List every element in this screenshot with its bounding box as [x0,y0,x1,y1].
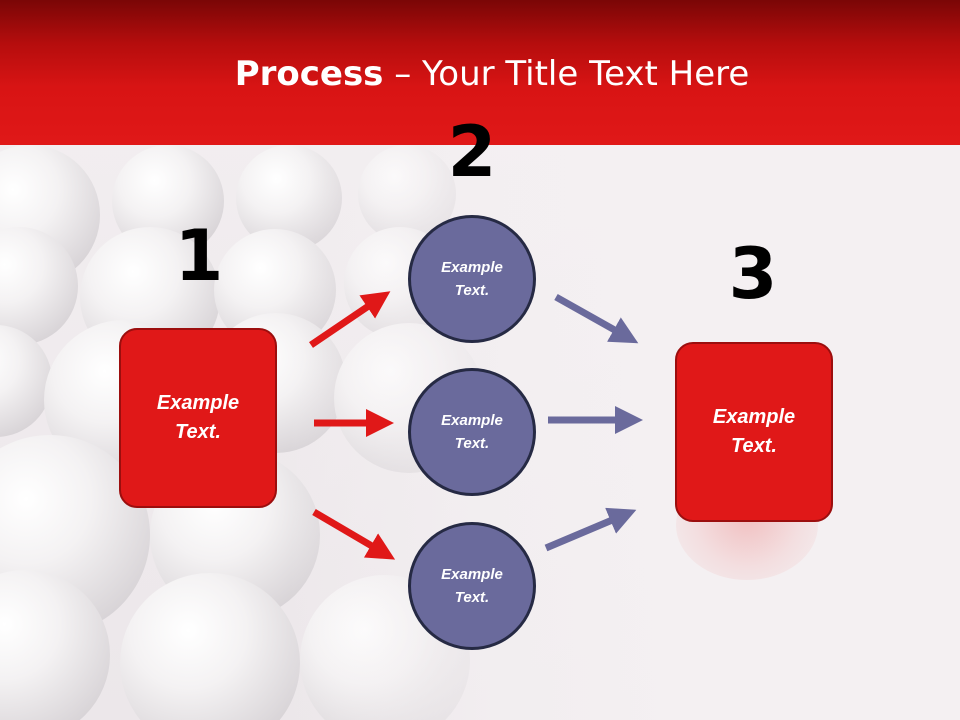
step-number-1: 1 [174,215,224,297]
arrow-right-icon [554,293,639,344]
step-2-circle-middle[interactable]: Example Text. [408,368,536,496]
step-1-box[interactable]: Example Text. [119,328,277,508]
title-rest: – Your Title Text Here [383,54,750,94]
slide-title: Process – Your Title Text Here [0,52,960,96]
step-number-2: 2 [447,111,497,193]
step-2-circle-middle-label: Example Text. [441,412,503,452]
step-2-circle-bottom[interactable]: Example Text. [408,522,536,650]
arrow-right-icon [309,291,391,348]
step-3-label: Example Text. [712,406,796,457]
title-banner [0,0,960,145]
title-bold: Process [234,54,384,94]
arrow-right-icon [312,508,396,560]
step-number-3: 3 [728,233,778,315]
step-2-circle-top[interactable]: Example Text. [408,215,536,343]
arrow-right-icon [544,507,637,552]
step-2-circle-bottom-label: Example Text. [441,566,503,606]
step-2-circle-top-label: Example Text. [441,259,503,299]
step-3-box[interactable]: Example Text. [675,342,833,522]
step-1-label: Example Text. [156,392,240,443]
